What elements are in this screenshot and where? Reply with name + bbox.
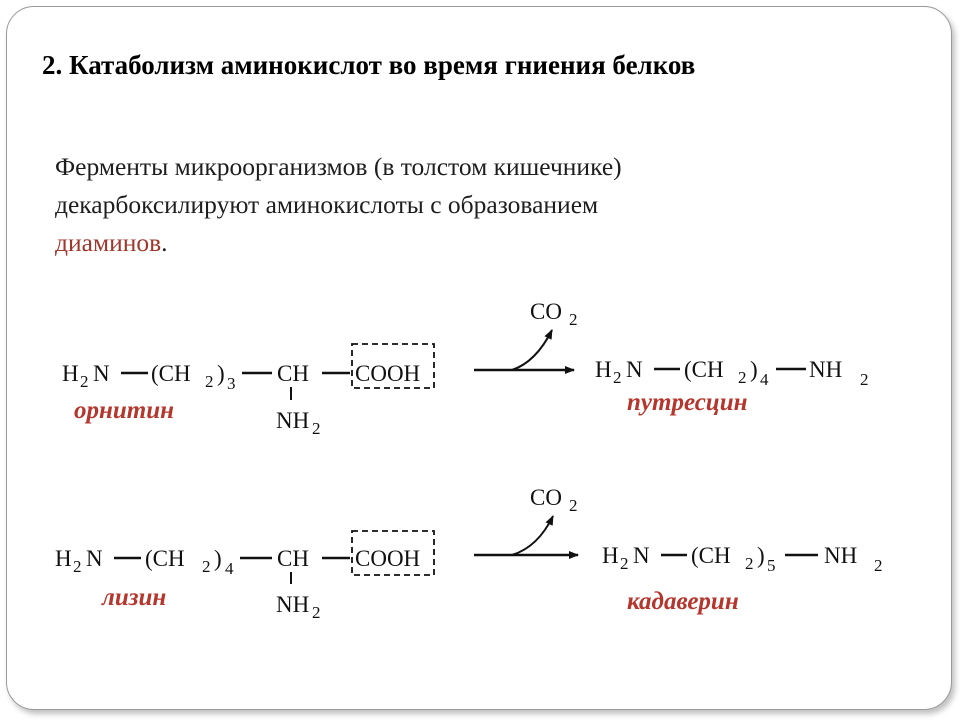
terminal-amino-sub: 2	[860, 370, 869, 389]
terminal-amino-sub: 2	[874, 556, 883, 575]
co2-sub: 2	[569, 310, 578, 329]
h2n-n: N	[86, 546, 103, 571]
ch-group: CH	[277, 546, 309, 571]
intro-text: Ферменты микроорганизмов (в толстом кише…	[55, 148, 875, 262]
lysine-label: лизин	[101, 584, 166, 611]
lysine-formula: H 2 N (CH 2 ) 4 CH NH 2 COOH	[55, 530, 435, 622]
carboxyl-box	[351, 530, 435, 576]
h2n-h: H	[602, 543, 619, 568]
h2n-sub: 2	[80, 372, 89, 391]
co2-release-arrow	[511, 515, 554, 556]
amino-group: NH	[276, 408, 309, 433]
ch2-group: (CH	[151, 361, 191, 386]
ch2-group: (CH	[145, 546, 185, 571]
reaction-lysine: H 2 N (CH 2 ) 4 CH NH 2 COOH CO 2 H 2 N …	[55, 485, 883, 622]
co2-label: CO	[530, 485, 562, 510]
ch2-group: (CH	[691, 543, 731, 568]
intro-line-2: декарбоксилируют аминокислоты с образова…	[55, 190, 599, 219]
carboxyl-box	[351, 343, 435, 389]
chain-count: 4	[225, 559, 234, 578]
cadaverine-label: кадаверин	[627, 588, 739, 615]
reaction-ornithine: H 2 N (CH 2 ) 3 CH NH 2 COOH CO 2 H 2 N …	[62, 299, 869, 438]
chain-count: 4	[760, 370, 769, 389]
ch2-group: (CH	[684, 357, 724, 382]
carboxyl-group: COOH	[355, 546, 420, 571]
cadaverine-formula: H 2 N (CH 2 ) 5 NH 2	[602, 543, 883, 575]
ch2-sub: 2	[202, 557, 211, 576]
putrescine-label: путресцин	[627, 389, 748, 416]
co2-label: CO	[530, 299, 562, 324]
ch2-close: )	[217, 361, 225, 386]
terminal-amino: NH	[809, 357, 842, 382]
amino-sub: 2	[312, 419, 321, 438]
h2n-n: N	[93, 361, 110, 386]
terminal-amino: NH	[824, 543, 857, 568]
h2n-n: N	[633, 543, 650, 568]
co2-release-arrow	[511, 329, 553, 371]
putrescine-formula: H 2 N (CH 2 ) 4 NH 2	[595, 357, 869, 389]
diamines-term: диаминов	[55, 228, 162, 257]
page-title: 2. Катаболизм аминокислот во время гниен…	[42, 50, 696, 80]
chain-count: 5	[767, 556, 776, 575]
amino-group: NH	[276, 592, 309, 617]
intro-line-1: Ферменты микроорганизмов (в толстом кише…	[55, 152, 622, 181]
h2n-sub: 2	[73, 557, 82, 576]
ornithine-label: орнитин	[74, 397, 174, 424]
ch2-sub: 2	[738, 368, 747, 387]
ch2-close: )	[214, 546, 222, 571]
carboxyl-group: COOH	[355, 361, 420, 386]
intro-period: .	[161, 228, 168, 257]
ch2-sub: 2	[205, 372, 214, 391]
h2n-sub: 2	[620, 554, 629, 573]
h2n-h: H	[595, 357, 612, 382]
co2-sub: 2	[569, 496, 578, 515]
h2n-n: N	[626, 357, 643, 382]
amino-sub: 2	[312, 603, 321, 622]
ch2-close: )	[757, 543, 765, 568]
ch2-sub: 2	[745, 554, 754, 573]
ch2-close: )	[750, 357, 758, 382]
h2n-h: H	[62, 361, 79, 386]
ornithine-formula: H 2 N (CH 2 ) 3 CH NH 2 COOH	[62, 343, 435, 438]
h2n-sub: 2	[613, 368, 622, 387]
chain-count: 3	[227, 374, 236, 393]
slide-frame	[6, 6, 952, 710]
h2n-h: H	[55, 546, 72, 571]
ch-group: CH	[277, 361, 309, 386]
